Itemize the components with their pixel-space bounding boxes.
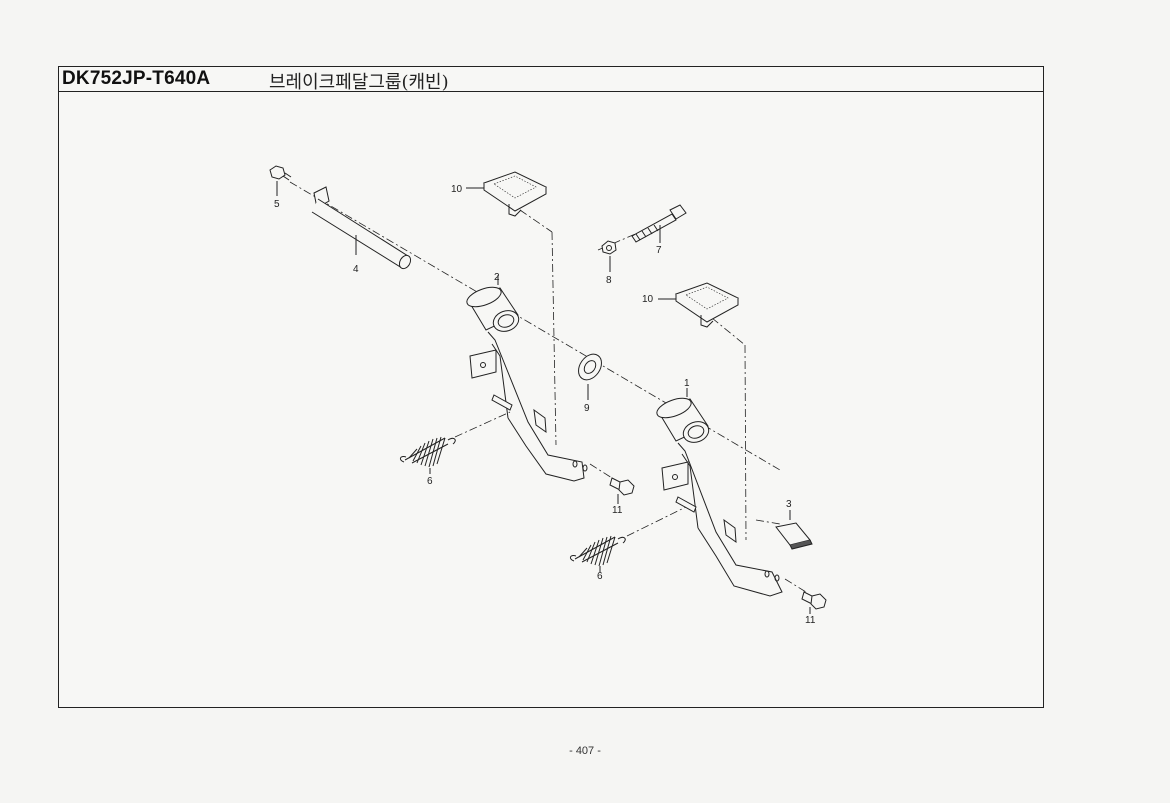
callout-6a: 6: [427, 476, 433, 487]
title-bar: DK752JP-T640A 브레이크페달그룹(캐빈): [59, 67, 1043, 93]
part-bolt-11a: [609, 477, 635, 504]
callout-11a: 11: [612, 505, 623, 516]
part-rod-4: [311, 186, 412, 270]
group-title: 브레이크페달그룹(캐빈): [269, 72, 449, 93]
callout-11b: 11: [805, 615, 816, 626]
callout-labels: 1 2 3 4 5 6 6 7 8 9 10 10 11 11: [274, 184, 816, 626]
part-pedal-pad-10a: [466, 171, 548, 217]
callout-6b: 6: [597, 571, 603, 582]
callout-1: 1: [684, 378, 690, 389]
callout-10b: 10: [642, 294, 654, 305]
diagram-frame: DK752JP-T640A 브레이크페달그룹(캐빈): [58, 66, 1044, 708]
part-spring-6b: [569, 535, 626, 572]
callout-2: 2: [494, 272, 500, 283]
part-pedal-arm-2: [466, 275, 588, 482]
part-bolt-11b: [801, 591, 827, 614]
part-spring-6a: [399, 436, 456, 474]
part-pedal-pad-10b: [658, 282, 740, 328]
model-code: DK752JP-T640A: [62, 68, 211, 89]
callout-4: 4: [353, 264, 359, 275]
part-pad-3: [775, 510, 813, 550]
part-bolt-7: [631, 204, 687, 243]
callout-8: 8: [606, 275, 612, 286]
callout-5: 5: [274, 199, 280, 210]
page-number: - 407 -: [569, 745, 601, 757]
callout-3: 3: [786, 499, 792, 510]
callout-7: 7: [656, 245, 662, 256]
callout-9: 9: [584, 403, 590, 414]
part-bolt-5: [269, 165, 292, 196]
part-washer-9: [578, 353, 602, 400]
callout-10a: 10: [451, 184, 463, 195]
part-pedal-arm-1: [656, 388, 783, 597]
part-nut-8: [601, 240, 617, 272]
